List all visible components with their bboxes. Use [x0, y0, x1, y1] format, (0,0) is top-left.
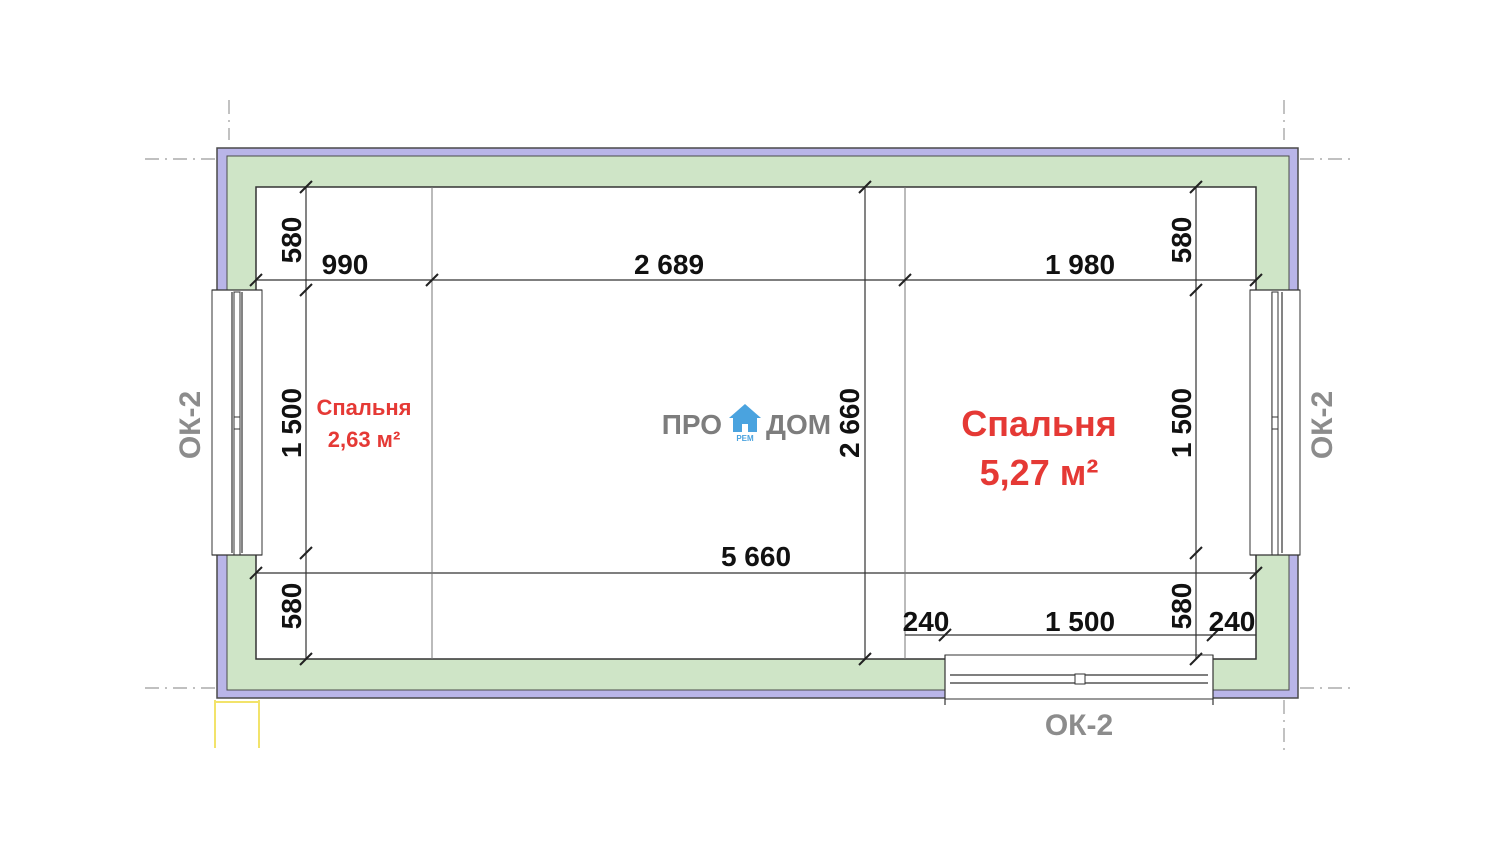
reference-lines [145, 100, 1350, 755]
bottom-window [944, 654, 1214, 705]
dim-room-width: 2 660 [834, 388, 865, 458]
dim-left-window: 1 500 [276, 388, 307, 458]
dim-left-top-pier: 580 [276, 217, 307, 264]
house-icon [729, 404, 761, 432]
room-small-area: 2,63 м² [328, 427, 401, 452]
left-window [211, 289, 263, 556]
dim-bottom-right-pier: 240 [1209, 606, 1256, 637]
dim-bottom-left-pier: 240 [903, 606, 950, 637]
right-window [1249, 289, 1301, 556]
logo-sub-text: РЕМ [736, 434, 754, 443]
window-mark-bottom: ОК-2 [1045, 709, 1113, 742]
corner-marker [214, 700, 260, 748]
dim-top-right: 1 980 [1045, 249, 1115, 280]
dim-overall-length: 5 660 [721, 541, 791, 572]
window-mark-right: ОК-2 [1306, 391, 1339, 459]
dim-right-top-pier: 580 [1166, 217, 1197, 264]
logo-text-left: ПРО [662, 409, 722, 440]
logo-watermark: ПРО РЕМ ДОМ [662, 404, 831, 443]
room-small-name: Спальня [316, 395, 411, 420]
room-large-area: 5,27 м² [980, 452, 1099, 493]
dim-left-bottom-pier: 580 [276, 583, 307, 630]
room-large-name: Спальня [961, 403, 1117, 444]
dimension-lines [249, 180, 1263, 666]
dim-bottom-window: 1 500 [1045, 606, 1115, 637]
dim-right-bottom-pier: 580 [1166, 583, 1197, 630]
window-mark-left: ОК-2 [174, 391, 207, 459]
dim-top-middle: 2 689 [634, 249, 704, 280]
dim-top-left: 990 [322, 249, 369, 280]
logo-text-right: ДОМ [766, 409, 831, 440]
dim-right-window: 1 500 [1166, 388, 1197, 458]
